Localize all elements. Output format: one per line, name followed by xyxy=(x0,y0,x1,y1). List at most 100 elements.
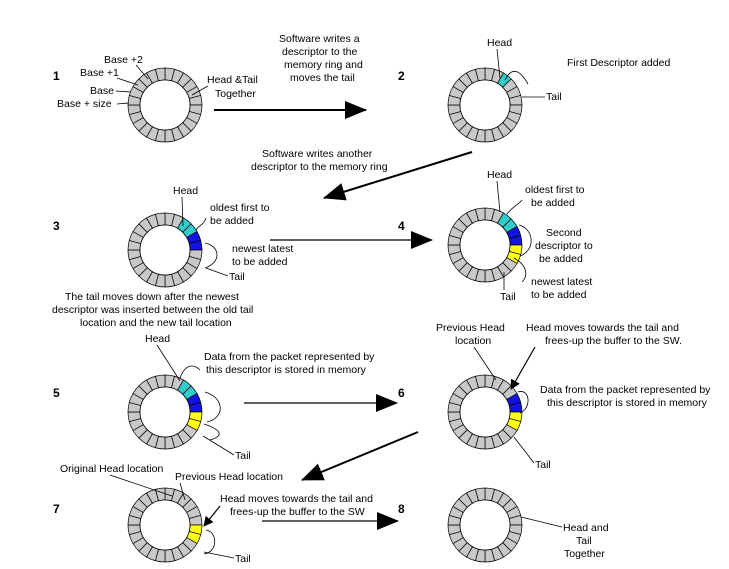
label-base: Base xyxy=(90,85,114,97)
label-tail-moves-3: location and the new tail location xyxy=(80,317,232,329)
label-head-tail-together-1a: Head &Tail xyxy=(207,74,258,86)
leader-head-5 xyxy=(156,344,181,382)
label-tail-moves-2: descriptor was inserted between the old … xyxy=(52,304,253,316)
ring-center xyxy=(459,219,511,271)
label-oldest-4b: be added xyxy=(531,197,575,209)
label-tail-7: Tail xyxy=(235,553,251,565)
label-head-moves-7a: Head moves towards the tail and xyxy=(220,493,373,505)
label-head-5: Head xyxy=(145,333,170,345)
leader-original-head-7 xyxy=(109,474,173,497)
leader-head-4 xyxy=(496,180,501,213)
step-number-1: 1 xyxy=(53,69,60,83)
label-original-head-location: Original Head location xyxy=(60,463,163,475)
label-newest-3b: to be added xyxy=(232,256,288,268)
brace-first-descriptor xyxy=(504,71,529,85)
brace-newest-7 xyxy=(203,529,216,555)
step-number-2: 2 xyxy=(398,69,405,83)
brace-oldest-4 xyxy=(506,199,523,215)
step-number-6: 6 xyxy=(398,386,405,400)
label-previous-head-location-7: Previous Head location xyxy=(175,471,283,483)
label-tail-4: Tail xyxy=(500,291,516,303)
label-data-packet-6a: Data from the packet represented by xyxy=(540,384,711,396)
label-head-and-tail-8a: Head and xyxy=(563,522,609,534)
label-head-4: Head xyxy=(487,169,512,181)
ring-center xyxy=(139,79,191,131)
label-base-plus-1: Base +1 xyxy=(80,67,119,79)
label-sw-writes-1: Software writes a xyxy=(279,33,360,45)
label-oldest-3b: be added xyxy=(210,215,254,227)
brace-newest-5 xyxy=(203,423,220,441)
label-base-plus-size: Base + size xyxy=(57,98,112,110)
leader-tail-7 xyxy=(203,551,235,559)
label-sw-writes-3: memory ring and xyxy=(284,59,363,71)
leader-head-3 xyxy=(181,196,184,227)
ring-center xyxy=(139,499,191,551)
ring-step-6 xyxy=(447,374,523,450)
label-tail-3: Tail xyxy=(229,271,245,283)
ring-center xyxy=(459,79,511,131)
leader-base-plus-2 xyxy=(135,64,149,80)
label-sw-writes-2: descriptor to the xyxy=(282,46,357,58)
arrow-head-moves-6 xyxy=(510,346,536,390)
brace-second-4 xyxy=(518,224,532,257)
label-oldest-3a: oldest first to xyxy=(210,202,270,214)
label-data-packet-5b: this descriptor is stored in memory xyxy=(206,364,367,376)
label-oldest-4a: oldest first to xyxy=(525,184,585,196)
arrow-step6-to-step7 xyxy=(301,431,419,481)
label-tail-5: Tail xyxy=(235,450,251,462)
leader-previous-head-7 xyxy=(179,482,186,501)
label-data-packet-5a: Data from the packet represented by xyxy=(204,351,375,363)
label-second-4a: Second xyxy=(546,227,582,239)
step-number-3: 3 xyxy=(53,219,60,233)
leader-tail-3 xyxy=(205,267,229,277)
label-sw-writes-another-1: Software writes another xyxy=(262,148,373,160)
ring-center xyxy=(459,386,511,438)
label-newest-3a: newest latest xyxy=(232,243,293,255)
ring-step-4 xyxy=(447,207,523,283)
label-head-and-tail-8b: Tail xyxy=(576,535,592,547)
ring-step-8 xyxy=(447,487,523,563)
leader-tail-5 xyxy=(202,435,235,456)
ring-step-7 xyxy=(127,487,203,563)
brace-data-packet-5 xyxy=(179,365,201,379)
label-second-4c: be added xyxy=(539,253,583,265)
leader-base xyxy=(115,90,132,93)
brace-second-5 xyxy=(204,391,221,423)
label-head-moves-6a: Head moves towards the tail and xyxy=(526,322,679,334)
ring-center xyxy=(459,499,511,551)
label-head-tail-together-1b: Together xyxy=(215,88,256,100)
label-previous-head-6b: location xyxy=(455,335,491,347)
ring-step-2 xyxy=(447,67,523,143)
brace-newest-3 xyxy=(204,242,218,269)
label-first-descriptor-added: First Descriptor added xyxy=(567,57,670,69)
ring-center xyxy=(139,386,191,438)
label-newest-4a: newest latest xyxy=(531,276,592,288)
brace-newest-4 xyxy=(513,257,527,283)
label-head-2: Head xyxy=(487,37,512,49)
label-head-3: Head xyxy=(173,185,198,197)
label-second-4b: descriptor to xyxy=(535,240,593,252)
label-head-moves-7b: frees-up the buffer to the SW xyxy=(230,506,365,518)
step-number-8: 8 xyxy=(398,502,405,516)
label-head-and-tail-8c: Together xyxy=(564,548,605,560)
leader-base-plus-1 xyxy=(116,77,139,86)
leader-head-tail-8 xyxy=(520,516,563,528)
label-tail-6: Tail xyxy=(535,459,551,471)
label-newest-4b: to be added xyxy=(531,289,587,301)
ring-step-1 xyxy=(127,67,203,143)
arrow-step2-to-step3 xyxy=(323,151,473,201)
brace-oldest-3 xyxy=(195,217,207,231)
arrow-head-moves-7 xyxy=(203,505,221,527)
leader-previous-head-6 xyxy=(473,346,497,381)
label-tail-moves-1: The tail moves down after the newest xyxy=(65,291,239,303)
label-tail-2: Tail xyxy=(546,91,562,103)
label-sw-writes-4: moves the tail xyxy=(290,72,355,84)
leader-head-2 xyxy=(496,48,501,79)
leader-tail-6 xyxy=(513,436,535,464)
label-sw-writes-another-2: descriptor to the memory ring xyxy=(251,161,388,173)
rings-layer xyxy=(127,67,523,563)
label-head-moves-6b: frees-up the buffer to the SW. xyxy=(545,335,682,347)
leader-head-tail-1 xyxy=(191,85,209,96)
